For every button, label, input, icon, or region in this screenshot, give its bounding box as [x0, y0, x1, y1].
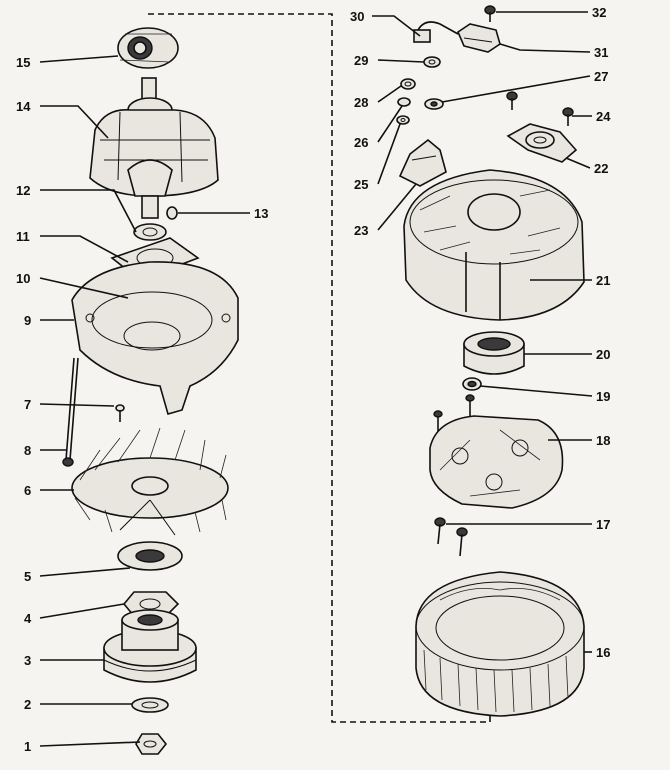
leader-15 — [39, 55, 119, 63]
part-7-bolt — [115, 404, 125, 422]
part-6-fan — [71, 427, 229, 536]
part-31-regulator — [457, 23, 501, 53]
leader-10 — [39, 277, 129, 299]
leader-11 — [40, 235, 129, 263]
part-labels: 15 14 12 13 11 10 9 7 8 6 5 4 3 2 1 30 3… — [16, 5, 611, 754]
label-27: 27 — [594, 69, 608, 84]
part-29-washer — [423, 56, 441, 68]
part-24-screws — [506, 91, 574, 126]
part-14-rotor — [89, 77, 219, 219]
part-16-stator — [415, 571, 585, 717]
part-30-brush-lead — [413, 21, 459, 43]
part-1-nut — [135, 733, 168, 755]
part-2-washer — [131, 697, 169, 713]
part-21-slip-ring-housing — [403, 169, 585, 321]
part-25-ring — [396, 115, 410, 125]
part-8-through-bolt — [62, 357, 79, 467]
label-8: 8 — [24, 443, 31, 458]
label-17: 17 — [596, 517, 610, 532]
label-14: 14 — [16, 99, 31, 114]
label-7: 7 — [24, 397, 31, 412]
label-29: 29 — [354, 53, 368, 68]
part-27-nut — [424, 98, 444, 110]
leader-22 — [565, 157, 591, 169]
label-9: 9 — [24, 313, 31, 328]
label-22: 22 — [594, 161, 608, 176]
leader-7 — [39, 403, 115, 407]
leader-4 — [39, 603, 125, 619]
label-18: 18 — [596, 433, 610, 448]
leader-5 — [39, 567, 131, 577]
leader-29 — [377, 59, 425, 63]
leader-26 — [377, 105, 403, 143]
leader-19 — [479, 385, 593, 397]
leader-23 — [377, 183, 417, 231]
part-17-screws — [434, 517, 468, 557]
part-23-terminal — [398, 138, 447, 187]
part-13-key — [166, 206, 178, 220]
part-22-brush-holder — [506, 123, 578, 163]
label-28: 28 — [354, 95, 368, 110]
part-5-spacer — [117, 541, 183, 571]
label-10: 10 — [16, 271, 30, 286]
label-24: 24 — [596, 109, 611, 124]
label-3: 3 — [24, 653, 31, 668]
label-15: 15 — [16, 55, 30, 70]
part-3-pulley — [103, 609, 197, 683]
leader-1 — [39, 741, 141, 747]
label-26: 26 — [354, 135, 368, 150]
part-9-drive-end-housing — [71, 261, 239, 415]
part-19-bushing — [462, 377, 482, 391]
part-28-washer — [400, 78, 416, 90]
part-26-washer — [397, 97, 411, 107]
leader-31 — [499, 43, 591, 53]
part-32-screw — [484, 5, 496, 22]
label-12: 12 — [16, 183, 30, 198]
label-16: 16 — [596, 645, 610, 660]
label-30: 30 — [350, 9, 364, 24]
label-31: 31 — [594, 45, 608, 60]
leader-30 — [372, 15, 421, 37]
label-6: 6 — [24, 483, 31, 498]
label-2: 2 — [24, 697, 31, 712]
part-12-spacer — [133, 223, 167, 241]
label-19: 19 — [596, 389, 610, 404]
leader-14 — [40, 105, 109, 139]
label-1: 1 — [24, 739, 31, 754]
label-20: 20 — [596, 347, 610, 362]
leader-12 — [40, 189, 137, 233]
assembly-connector-line — [148, 13, 491, 723]
label-13: 13 — [254, 206, 268, 221]
leader-25 — [377, 123, 401, 185]
part-15-bearing — [117, 27, 179, 69]
leader-lines — [39, 11, 593, 747]
label-5: 5 — [24, 569, 31, 584]
label-32: 32 — [592, 5, 606, 20]
leader-27 — [441, 75, 591, 103]
label-11: 11 — [16, 229, 30, 244]
label-21: 21 — [596, 273, 610, 288]
part-18-rectifier — [429, 394, 564, 509]
leader-28 — [377, 85, 402, 103]
label-4: 4 — [24, 611, 32, 626]
part-20-bearing-bush — [463, 331, 525, 375]
label-25: 25 — [354, 177, 368, 192]
label-23: 23 — [354, 223, 368, 238]
